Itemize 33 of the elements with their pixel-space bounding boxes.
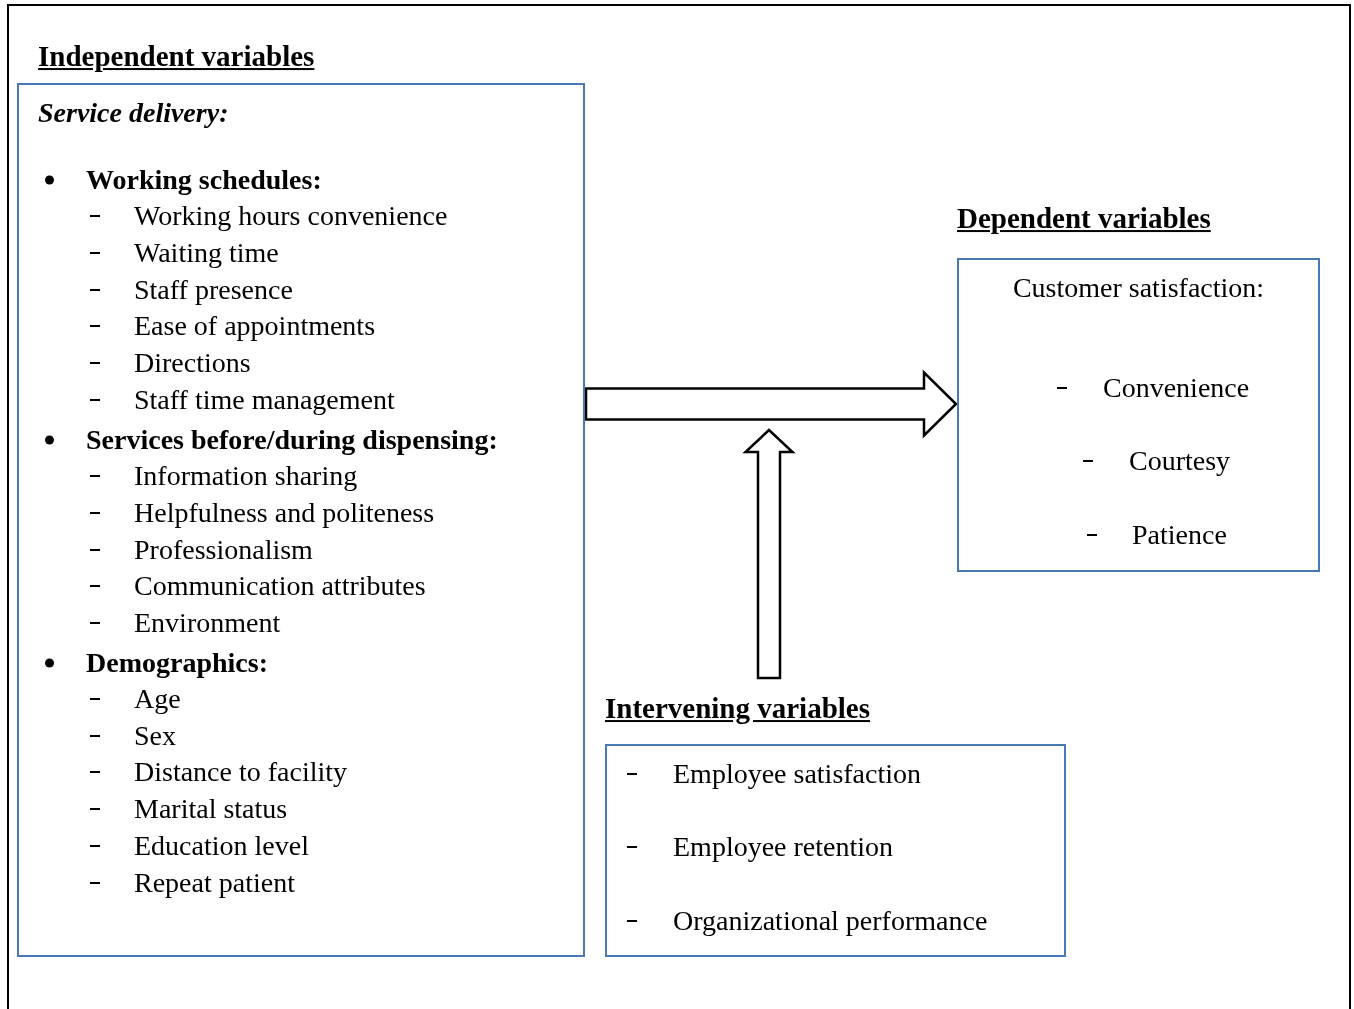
list-item: Information sharing: [134, 460, 358, 492]
section-heading: Intervening variables: [605, 693, 871, 725]
list-item: Age: [134, 683, 181, 715]
section-heading: Independent variables: [38, 41, 315, 73]
list-item: Education level: [134, 830, 309, 862]
list-item: Employee satisfaction: [673, 758, 922, 790]
list-item: Courtesy: [1129, 445, 1231, 477]
list-item: Environment: [134, 607, 281, 639]
list-item: Staff time management: [134, 384, 395, 416]
category-heading: Demographics:: [86, 647, 268, 679]
list-item: Directions: [134, 347, 251, 379]
list-item: Sex: [134, 720, 176, 752]
list-item: Working hours convenience: [134, 200, 448, 232]
category-heading: Services before/during dispensing:: [86, 424, 498, 456]
block-arrow: [742, 428, 796, 680]
list-item: Distance to facility: [134, 756, 348, 788]
list-item: Ease of appointments: [134, 310, 376, 342]
list-item: Helpfulness and politeness: [134, 497, 435, 529]
section-heading: Dependent variables: [957, 203, 1211, 235]
list-item: Waiting time: [134, 237, 279, 269]
list-item: Repeat patient: [134, 867, 295, 899]
list-item: Employee retention: [673, 831, 894, 863]
list-item: Communication attributes: [134, 570, 426, 602]
category-heading: Working schedules:: [86, 164, 322, 196]
list-item: Staff presence: [134, 274, 293, 306]
list-item: Professionalism: [134, 534, 313, 566]
list-item: Organizational performance: [673, 905, 988, 937]
list-item: Convenience: [1103, 372, 1250, 404]
list-item: Marital status: [134, 793, 288, 825]
group-title: Service delivery:: [38, 97, 229, 129]
block-arrow: [584, 369, 958, 439]
group-title: Customer satisfaction:: [1011, 272, 1266, 304]
list-item: Patience: [1132, 519, 1227, 551]
